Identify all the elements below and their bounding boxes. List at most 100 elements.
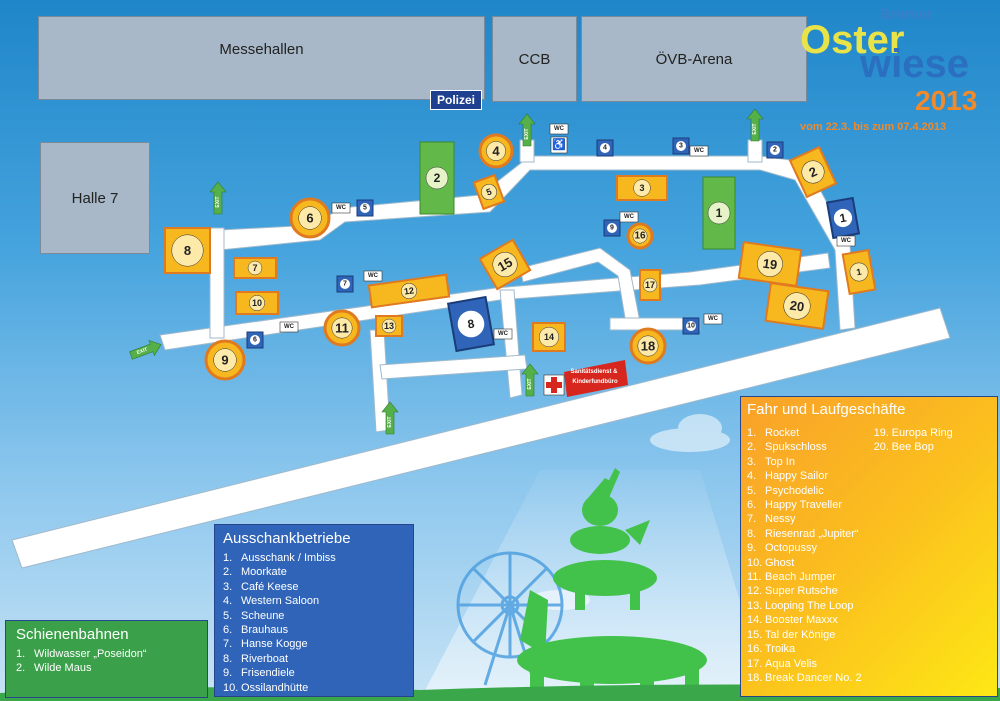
- svg-text:5: 5: [363, 205, 367, 212]
- logo-year: 2013: [915, 85, 978, 116]
- logo-dates: vom 22.3. bis zum 07.4.2013: [800, 121, 947, 133]
- svg-text:WC: WC: [498, 331, 509, 337]
- ride-marker-13: 13: [375, 315, 403, 337]
- legend-rides: Fahr und Laufgeschäfte 1.Rocket 2.Spuksc…: [740, 396, 998, 697]
- list-item: 9.Octopussy: [747, 542, 817, 555]
- ride-marker-4: 4: [478, 133, 514, 169]
- exit-arrow-icon: EXIT: [521, 363, 539, 397]
- list-item: 4.Western Saloon: [223, 595, 320, 608]
- police-badge: Polizei: [430, 90, 483, 110]
- svg-text:WC: WC: [708, 316, 719, 322]
- svg-text:WC: WC: [694, 148, 705, 154]
- wc-icon: WC: [363, 270, 383, 282]
- svg-text:19: 19: [762, 256, 778, 273]
- exit-arrow-icon: EXIT: [746, 108, 764, 142]
- drink-marker-8: 8: [446, 295, 496, 353]
- list-item: 16.Troika: [747, 643, 796, 656]
- list-item: 17.Aqua Velis: [747, 657, 817, 670]
- ride-marker-10: 10: [235, 291, 279, 315]
- svg-text:15: 15: [495, 254, 515, 274]
- list-item: 15.Tal der Könige: [747, 628, 836, 641]
- road-left-lower: [159, 252, 831, 351]
- ride-marker-19: 19: [737, 241, 803, 287]
- drink-marker-6: 6: [246, 331, 264, 349]
- ride-marker-5: 5: [472, 173, 506, 211]
- drink-marker-10: 10: [682, 317, 700, 335]
- rail-marker-1: 1: [702, 176, 736, 250]
- drink-marker-1: 1: [825, 196, 861, 240]
- svg-text:7: 7: [343, 281, 347, 288]
- svg-text:2: 2: [773, 147, 777, 154]
- legend-rail-rides: Schienenbahnen 1.Wildwasser „Poseidon“ 2…: [5, 620, 208, 698]
- list-item: 10.Ossilandhütte: [223, 681, 309, 694]
- legend-drinks: Ausschankbetriebe 1.Ausschank / Imbiss 2…: [214, 524, 414, 697]
- svg-text:♿: ♿: [552, 138, 566, 151]
- svg-text:7: 7: [252, 263, 257, 273]
- musicians-statue-icon: [517, 468, 707, 693]
- svg-text:11: 11: [335, 321, 349, 336]
- list-item: 2.Spukschloss: [747, 441, 827, 454]
- list-item: 6.Brauhaus: [223, 624, 289, 637]
- list-item: 4.Happy Sailor: [747, 470, 828, 483]
- list-item: 8.Riesenrad „Jupiter“: [747, 527, 859, 540]
- svg-text:4: 4: [492, 144, 500, 159]
- list-item: 11.Beach Jumper: [747, 571, 836, 584]
- svg-text:10: 10: [252, 298, 262, 308]
- svg-text:WC: WC: [284, 324, 295, 330]
- svg-text:EXIT: EXIT: [524, 128, 530, 139]
- ride-marker-3: 3: [616, 175, 668, 201]
- ride-marker-18: 18: [629, 327, 667, 365]
- svg-text:EXIT: EXIT: [215, 196, 221, 207]
- svg-text:3: 3: [679, 143, 683, 150]
- road-west-spur: [209, 227, 225, 339]
- svg-text:14: 14: [544, 332, 554, 342]
- list-item: 7.Hanse Kogge: [223, 638, 308, 651]
- svg-text:8: 8: [184, 243, 191, 258]
- ride-marker-20: 20: [764, 282, 830, 330]
- svg-text:9: 9: [221, 353, 228, 368]
- list-item: 1.Rocket: [747, 427, 800, 439]
- list-item: 5.Psychodelic: [747, 484, 824, 497]
- svg-text:1: 1: [716, 206, 723, 220]
- ride-marker-2: 2: [788, 145, 838, 199]
- svg-text:EXIT: EXIT: [387, 416, 393, 427]
- wc-icon: WC: [689, 145, 709, 157]
- exit-arrow-icon: EXIT: [209, 181, 227, 215]
- ride-marker-8: 8: [164, 227, 211, 274]
- list-item: 8.Riverboat: [223, 652, 289, 665]
- legend-rides-title: Fahr und Laufgeschäfte: [747, 401, 906, 418]
- ride-marker-14: 14: [532, 322, 566, 352]
- list-item: 20.Bee Bop: [873, 441, 934, 454]
- ride-marker-6: 6: [289, 197, 331, 239]
- list-item: 2.Moorkate: [223, 566, 287, 579]
- legend-rail-title: Schienenbahnen: [16, 626, 129, 643]
- list-item: 18.Break Dancer No. 2: [747, 671, 862, 684]
- list-item: 1.Ausschank / Imbiss: [223, 552, 336, 564]
- svg-text:Kinderfundbüro: Kinderfundbüro: [572, 379, 618, 385]
- drink-marker-9: 9: [603, 219, 621, 237]
- exit-arrow-icon: EXIT: [129, 339, 162, 360]
- svg-text:WC: WC: [336, 205, 347, 211]
- svg-text:18: 18: [641, 339, 655, 354]
- ride-marker-16: 16: [626, 222, 654, 250]
- wc-icon: WC: [619, 211, 639, 223]
- ride-marker-15: 15: [478, 238, 532, 291]
- svg-text:1: 1: [838, 210, 847, 225]
- svg-text:12: 12: [403, 285, 414, 296]
- drink-marker-2: 2: [766, 141, 784, 159]
- road-inner-ring: [609, 317, 701, 331]
- svg-text:WC: WC: [554, 126, 565, 132]
- wc-icon: WC: [493, 328, 513, 340]
- list-item: 13.Looping The Loop: [747, 599, 854, 612]
- wheelchair-icon: ♿: [550, 136, 568, 154]
- svg-text:20: 20: [789, 298, 805, 315]
- svg-text:2: 2: [434, 171, 441, 185]
- logo-oster: Oster: [800, 18, 905, 62]
- hall-messehallen: Messehallen: [38, 16, 485, 100]
- svg-text:Sanitätsdienst &: Sanitätsdienst &: [570, 369, 618, 375]
- ride-marker-1: 1: [841, 248, 877, 296]
- svg-text:EXIT: EXIT: [136, 347, 149, 356]
- drink-marker-5: 5: [356, 199, 374, 217]
- ride-marker-17: 17: [639, 269, 661, 301]
